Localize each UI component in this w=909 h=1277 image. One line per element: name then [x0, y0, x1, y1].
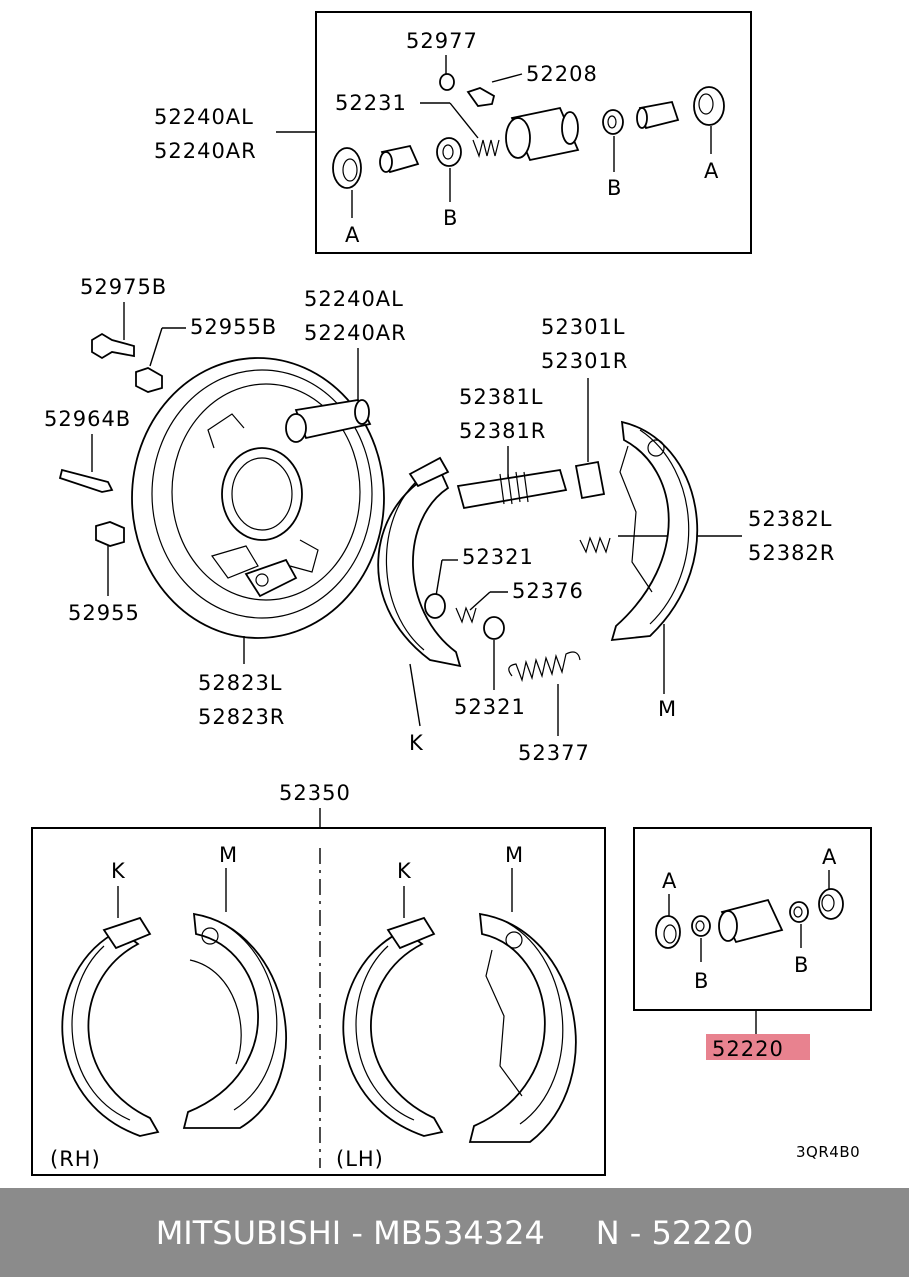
bleeder-screw-52208	[466, 87, 496, 107]
label-52377: 52377	[518, 741, 590, 765]
label-52964B: 52964B	[44, 407, 131, 431]
label-52382L: 52382L	[748, 507, 833, 531]
label-52823L: 52823L	[198, 671, 283, 695]
label-52240AL-mid: 52240AL	[304, 287, 404, 311]
label-K-mid: K	[409, 731, 424, 755]
spring-52231	[472, 139, 500, 159]
cup-B-left	[436, 137, 462, 167]
kit-cup-B-right	[789, 901, 809, 923]
kit-cup-A-left	[655, 915, 681, 949]
footer-text: MITSUBISHI - MB534324 N - 52220	[155, 1213, 754, 1252]
brake-parts-diagram: 52240AL 52240AR 52977 52208 52231 A B	[31, 11, 872, 1176]
label-52977: 52977	[406, 29, 478, 53]
label-M-rh: M	[219, 843, 238, 867]
label-B-kit-right: B	[794, 953, 809, 977]
label-52381R: 52381R	[459, 419, 546, 443]
bleeder-cap-52977	[439, 73, 455, 91]
part-footer: MITSUBISHI - MB534324 N - 52220	[0, 1188, 909, 1277]
pin-52964B	[58, 468, 114, 493]
label-A-kit-right: A	[822, 845, 837, 869]
lh-shoe-K	[342, 916, 444, 1137]
label-52955: 52955	[68, 601, 140, 625]
label-52350: 52350	[279, 781, 351, 805]
cup-A-left	[332, 147, 362, 189]
cup-52321-lower	[483, 616, 505, 640]
label-B-kit-left: B	[694, 969, 709, 993]
label-B-top-left: B	[443, 206, 458, 230]
label-52301L: 52301L	[541, 315, 626, 339]
label-M-lh: M	[505, 843, 524, 867]
spring-52382	[579, 536, 611, 554]
label-52321-upper: 52321	[462, 545, 534, 569]
backing-plate	[131, 357, 385, 639]
label-52382R: 52382R	[748, 541, 835, 565]
label-52975B: 52975B	[80, 275, 167, 299]
brake-shoe-M	[610, 420, 698, 642]
rh-shoe-M	[182, 912, 287, 1129]
highlight-52220	[706, 1034, 810, 1060]
plug-52955B	[135, 367, 163, 393]
label-B-top-right: B	[607, 176, 622, 200]
piston-right	[636, 100, 680, 130]
label-52381L: 52381L	[459, 385, 544, 409]
kit-cup-B-left	[691, 915, 711, 937]
label-52240AR-mid: 52240AR	[304, 321, 407, 345]
lh-shoe-M	[468, 912, 577, 1143]
cup-52321-upper	[424, 593, 446, 619]
kit-box	[633, 827, 872, 1011]
cylinder-body	[505, 106, 580, 162]
spring-52376	[455, 606, 477, 624]
label-52208: 52208	[526, 62, 598, 86]
label-52231: 52231	[335, 91, 407, 115]
brake-shoe-K	[377, 456, 462, 668]
bolt-52975B	[91, 332, 135, 360]
label-M-mid: M	[658, 697, 677, 721]
adjuster-52381	[456, 460, 606, 510]
kit-cup-A-right	[818, 888, 844, 920]
spring-52377	[508, 651, 581, 683]
piston-left	[379, 144, 420, 174]
diagram-code: 3QR4B0	[796, 1143, 860, 1161]
label-K-lh: K	[397, 859, 412, 883]
label-52240AR-top: 52240AR	[154, 139, 257, 163]
label-lh: (LH)	[336, 1147, 384, 1171]
label-A-kit-left: A	[662, 869, 677, 893]
kit-cylinder-body	[718, 898, 784, 944]
shoe-set-box	[31, 827, 606, 1176]
label-K-rh: K	[111, 859, 126, 883]
wheel-cylinder-assembled	[285, 399, 372, 443]
cap-52955	[95, 521, 125, 547]
cup-B-right	[602, 109, 624, 135]
label-52220: 52220	[712, 1037, 784, 1061]
label-A-top-right: A	[704, 159, 719, 183]
rh-shoe-K	[61, 916, 160, 1137]
label-52301R: 52301R	[541, 349, 628, 373]
label-52823R: 52823R	[198, 705, 285, 729]
label-52955B: 52955B	[190, 315, 277, 339]
label-52240AL-top: 52240AL	[154, 105, 254, 129]
label-52376: 52376	[512, 579, 584, 603]
label-A-top-left: A	[345, 223, 360, 247]
label-52321-lower: 52321	[454, 695, 526, 719]
label-rh: (RH)	[50, 1147, 101, 1171]
cup-A-right	[693, 86, 725, 126]
